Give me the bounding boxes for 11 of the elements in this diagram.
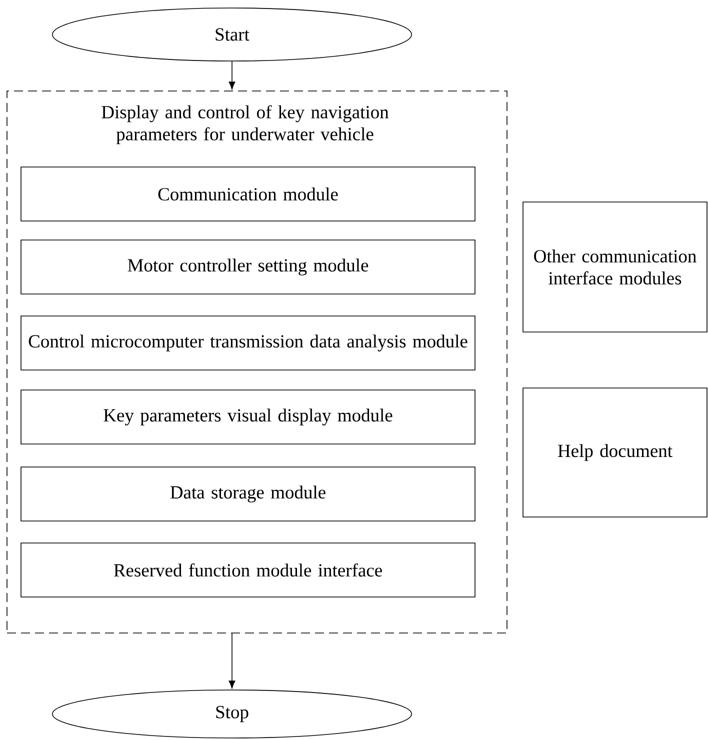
module-box: Key parameters visual display module — [20, 390, 476, 444]
arrow — [228, 633, 236, 688]
module-box: Communication module — [20, 166, 476, 222]
module-box: Other communication interface modules — [522, 202, 708, 332]
module-box: Reserved function module interface — [20, 542, 476, 598]
module-box: Control microcomputer transmission data analysis module — [20, 316, 476, 370]
group-heading: Display and control of key navigation parameters for underwater vehicle — [102, 105, 389, 144]
arrow — [228, 61, 236, 90]
module-box: Data storage module — [20, 466, 476, 522]
module-box: Help document — [522, 388, 708, 518]
module-box: Motor controller setting module — [20, 240, 476, 294]
